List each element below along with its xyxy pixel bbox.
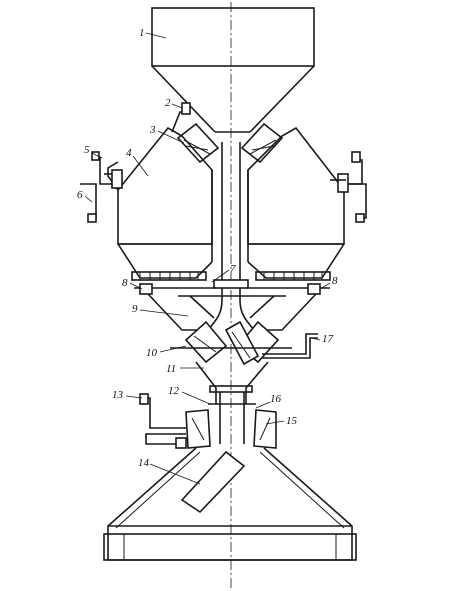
mid-hoppers <box>147 293 317 331</box>
callout-labels: 1 2 3 4 5 6 7 8 8 9 10 11 12 13 14 15 16… <box>77 27 338 469</box>
outlet-valves <box>139 393 277 449</box>
flange-row <box>134 283 330 297</box>
callout-11: 11 <box>166 363 176 375</box>
callout-8-right: 8 <box>332 275 338 287</box>
right-tank <box>247 126 345 281</box>
left-side-fittings <box>80 151 123 223</box>
callout-8-left: 8 <box>122 277 128 289</box>
callout-7: 7 <box>230 263 236 275</box>
callout-4: 4 <box>126 147 132 159</box>
bottom-cone <box>103 447 357 561</box>
callout-14: 14 <box>138 457 150 469</box>
right-side-fittings <box>330 151 367 223</box>
callout-6: 6 <box>77 189 83 201</box>
callout-1: 1 <box>139 27 145 39</box>
top-hopper <box>151 7 315 133</box>
leader-lines <box>84 32 331 485</box>
callout-13: 13 <box>112 389 124 401</box>
callout-12: 12 <box>168 385 180 397</box>
left-inlet-valve <box>171 102 220 164</box>
callout-16: 16 <box>270 393 282 405</box>
callout-5: 5 <box>84 144 90 156</box>
callout-3: 3 <box>149 124 156 136</box>
callout-9: 9 <box>132 303 138 315</box>
central-column <box>213 142 249 300</box>
callout-10: 10 <box>146 347 158 359</box>
lower-valves <box>184 320 280 366</box>
left-tank <box>107 126 213 281</box>
callout-2: 2 <box>165 97 171 109</box>
side-pipe-17 <box>262 333 318 359</box>
neck <box>170 347 292 444</box>
callout-17: 17 <box>322 333 334 345</box>
callout-15: 15 <box>286 415 298 427</box>
